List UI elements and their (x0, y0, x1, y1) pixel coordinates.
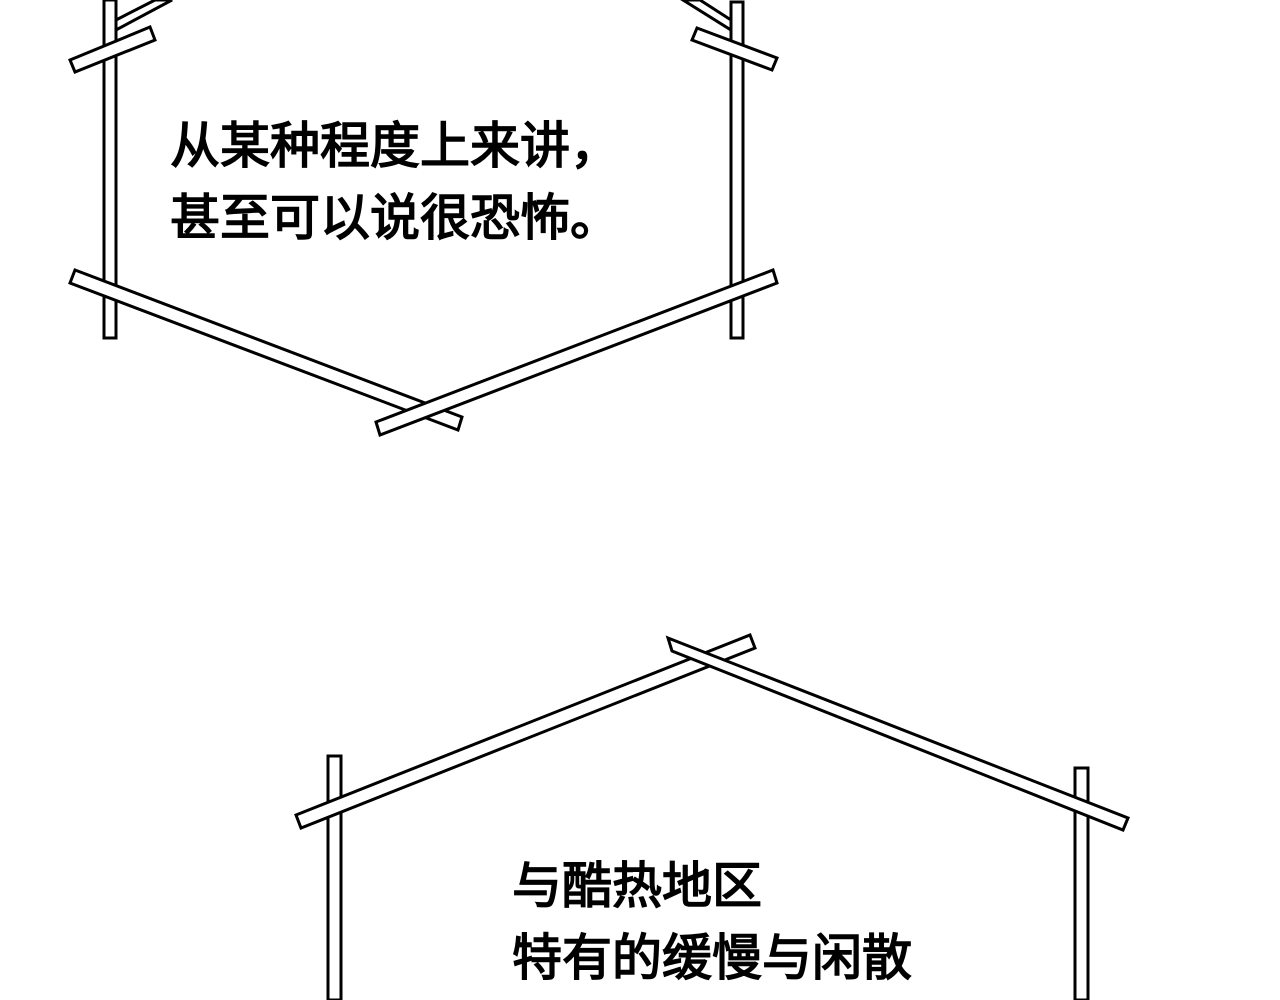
caption-2-line-2: 特有的缓慢与闲散 (512, 929, 912, 987)
caption-text-2: 与酷热地区 特有的缓慢与闲散 (512, 850, 912, 994)
caption-1-line-1: 从某种程度上来讲， (170, 117, 620, 175)
caption-frame-1 (68, 0, 779, 437)
caption-1-line-2: 甚至可以说很恐怖。 (170, 189, 620, 247)
caption-text-1: 从某种程度上来讲， 甚至可以说很恐怖。 (170, 110, 620, 254)
caption-frame-2 (294, 633, 1130, 1000)
caption-2-line-1: 与酷热地区 (512, 857, 762, 915)
